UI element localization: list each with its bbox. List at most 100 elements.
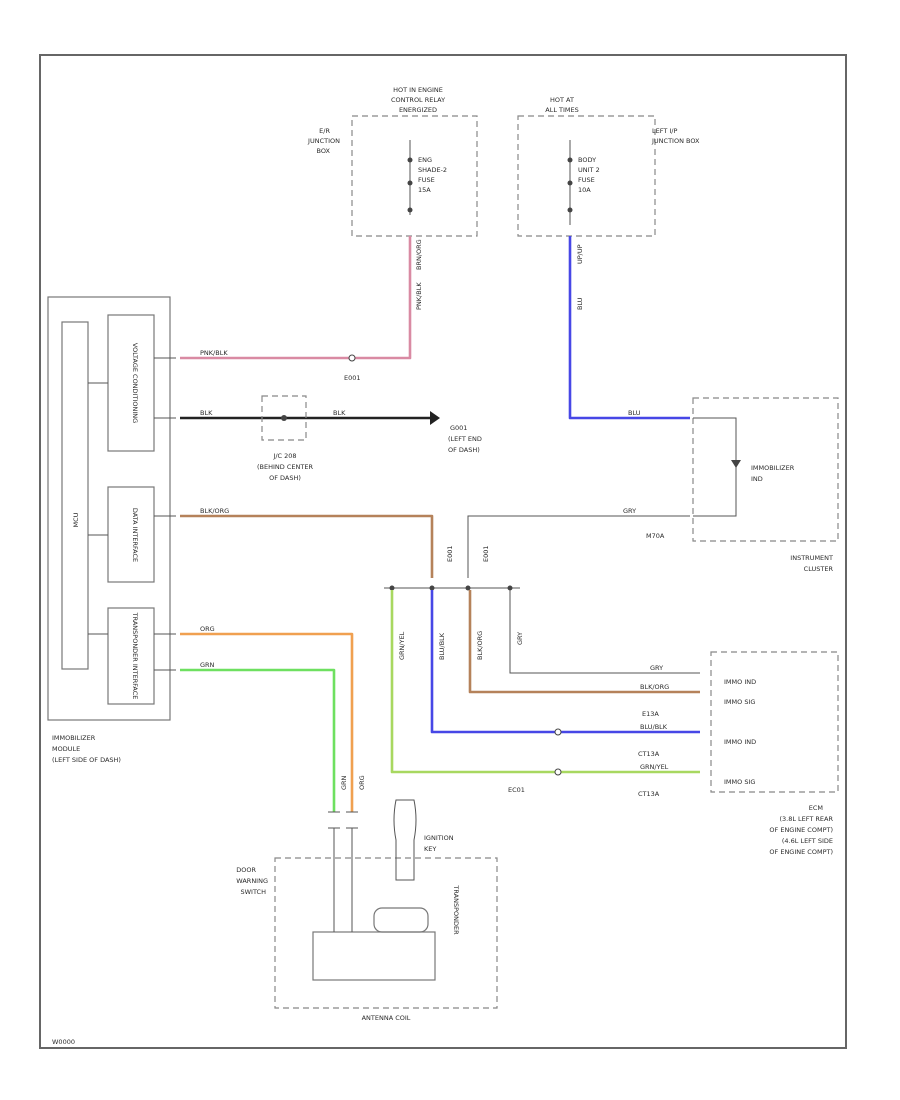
fuse-box-1-side-3: BOX	[317, 147, 331, 155]
wire-gry-label: GRY	[623, 507, 636, 515]
fuse-box-2-header-2: ALL TIMES	[545, 106, 578, 114]
ground-g001-1: G001	[450, 424, 467, 432]
module-outline	[47, 296, 171, 721]
wire-org	[180, 632, 354, 812]
connector-ct13a-2: CT13A	[638, 790, 660, 798]
wire-brn-vert3-label: BLK/ORG	[476, 631, 484, 660]
ecm-name-1: ECM	[809, 804, 823, 812]
mcu-label: MCU	[72, 512, 80, 527]
fuse-1-terminal-mid	[407, 180, 413, 186]
fuse-box-1-outline	[351, 115, 478, 237]
module-name-2: MODULE	[52, 745, 80, 753]
fuse-2-label-4: 10A	[578, 186, 591, 194]
ignition-key-1: IGNITION	[424, 834, 454, 842]
wire-pnk-vert-label: PNK/BLK	[415, 282, 423, 310]
instrument-cluster: IMMOBILIZER IND INSTRUMENT CLUSTER	[692, 397, 839, 573]
connector-ec01: EC01	[508, 786, 525, 794]
fuse-2-terminal-mid	[567, 180, 573, 186]
door-switch-1: DOOR	[236, 866, 256, 874]
wire-blu-vert-label: UP/UP	[576, 244, 584, 264]
door-switch-2: WARNING	[236, 877, 268, 885]
immobilizer-module: MCU VOLTAGE CONDITIONING DATA INTERFACE …	[47, 296, 176, 764]
fuse-box-1-side-1: E/R	[319, 127, 330, 135]
ecm-pin-4: IMMO SIG	[724, 778, 755, 786]
module-name-1: IMMOBILIZER	[52, 734, 96, 742]
wire-pnk-blk-label: PNK/BLK	[200, 349, 228, 357]
connector-ec01-pin	[554, 768, 562, 776]
wire-blk-org2-label: BLK/ORG	[640, 683, 669, 691]
fuse-box-hot-at-all-times: HOT AT ALL TIMES LEFT I/P JUNCTION BOX B…	[517, 96, 700, 237]
ecm-outline	[710, 651, 839, 793]
fuse-box-1-side-2: JUNCTION	[307, 137, 340, 145]
fuse-box-2-outline	[517, 115, 656, 237]
transponder-label: TRANSPONDER	[452, 884, 460, 935]
antenna-coil-body	[312, 931, 436, 981]
cluster-internal-wire	[693, 417, 737, 517]
fuse-box-2-side-1: LEFT I/P	[652, 127, 677, 135]
fuse-1-terminal-bottom	[407, 207, 413, 213]
wire-org-vert-label: ORG	[358, 775, 366, 790]
fuse-2-terminal-bottom	[567, 207, 573, 213]
immobilizer-indicator-icon	[731, 460, 741, 468]
jc-208-splice	[281, 415, 287, 421]
ignition-key-2: KEY	[424, 845, 436, 853]
junction-pin-1	[389, 585, 395, 591]
cluster-name-1: INSTRUMENT	[790, 554, 833, 562]
wire-pnk-blk	[180, 236, 412, 360]
wire-blu-blk	[430, 590, 700, 734]
diagram-code: W0000	[52, 1038, 75, 1046]
wire-blu-blk-label: BLU/BLK	[640, 723, 668, 731]
wire-pnk-vert-label2: BRN/ORG	[415, 239, 423, 270]
wire-grn-vert2-label: GRN	[340, 775, 348, 790]
ground-g001-2: (LEFT END	[448, 435, 482, 443]
wire-gry-2	[509, 590, 700, 674]
fuse-box-2-header-1: HOT AT	[550, 96, 574, 104]
antenna-outline	[274, 857, 498, 1009]
fuse-box-1-header-2: CONTROL RELAY	[391, 96, 445, 104]
wire-grn-yel-label: GRN/YEL	[640, 763, 669, 771]
fuse-box-1-header-3: ENERGIZED	[399, 106, 437, 114]
transponder-chip	[373, 907, 429, 933]
antenna-coil-assembly: DOOR WARNING SWITCH IGNITION KEY TRANSPO…	[236, 799, 498, 1022]
block-transponder-interface-label: TRANSPONDER INTERFACE	[131, 612, 139, 700]
block-voltage-conditioning-label: VOLTAGE CONDITIONING	[131, 343, 139, 423]
connector-e001-pin	[348, 354, 356, 362]
fuse-box-2-side-2: JUNCTION BOX	[651, 137, 700, 145]
jc-208-outline	[261, 395, 307, 441]
jc-208-3: OF DASH)	[269, 474, 301, 482]
ecm-pin-3: IMMO IND	[724, 738, 756, 746]
wire-blu-vert-label2: BLU	[576, 297, 584, 310]
wire-blk-org	[180, 514, 434, 578]
wire-blk-org-2	[468, 590, 700, 694]
fuse-2-label-1: BODY	[578, 156, 596, 164]
wire-blu	[568, 236, 690, 420]
block-transponder-interface	[107, 607, 155, 705]
wire-blu-horiz-label: BLU	[628, 409, 641, 417]
wire-grn-vert-label: GRN/YEL	[398, 631, 406, 660]
wire-gry-horiz2-label: GRY	[650, 664, 663, 672]
immobilizer-ind-1: IMMOBILIZER	[751, 464, 795, 472]
junction-pin-4	[507, 585, 513, 591]
fuse-box-1-header-1: HOT IN ENGINE	[393, 86, 443, 94]
jc-208-2: (BEHIND CENTER	[257, 463, 313, 471]
diagram-frame	[39, 54, 847, 1049]
ecm-pin-1: IMMO IND	[724, 678, 756, 686]
ecm-name-3: OF ENGINE COMPT)	[769, 826, 833, 834]
junction-pin-3	[465, 585, 471, 591]
connector-e001c: E001	[482, 545, 490, 562]
fuse-1-terminal-top	[407, 157, 413, 163]
wire-blk-label-2: BLK	[333, 409, 346, 417]
wire-org-label: ORG	[200, 625, 215, 633]
mcu-block	[61, 321, 89, 670]
antenna-coil-label: ANTENNA COIL	[362, 1014, 411, 1022]
ground-g001-symbol	[430, 411, 440, 425]
connector-e001-label: E001	[344, 374, 361, 382]
fuse-1-label-4: 15A	[418, 186, 431, 194]
fuse-box-hot-in-engine: HOT IN ENGINE CONTROL RELAY ENERGIZED E/…	[307, 86, 478, 237]
ecm: IMMO IND IMMO SIG IMMO IND IMMO SIG ECM …	[710, 651, 839, 856]
ecm-pin-2: IMMO SIG	[724, 698, 755, 706]
wire-grn	[180, 668, 336, 812]
block-voltage-conditioning	[107, 314, 155, 452]
connector-ct13a: CT13A	[638, 750, 660, 758]
